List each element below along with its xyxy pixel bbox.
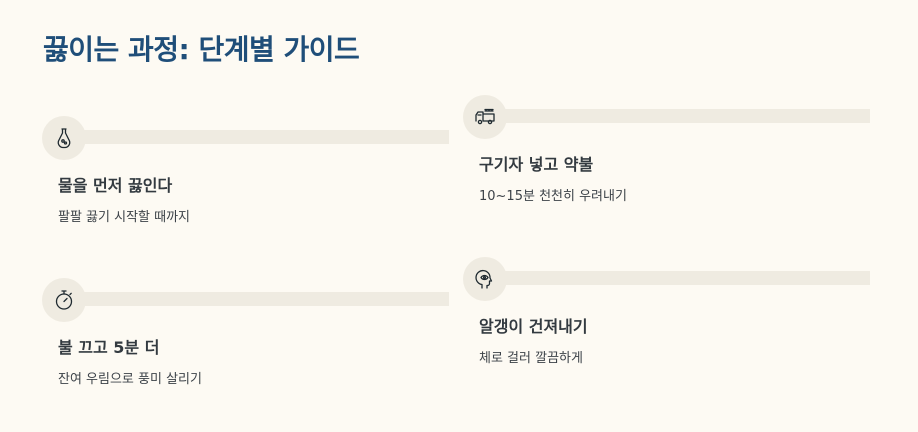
head-eye-icon (475, 269, 493, 289)
step-description: 체로 걸러 깔끔하게 (479, 351, 583, 366)
fire-truck-icon (475, 108, 495, 125)
step-bar (485, 109, 870, 123)
step-title: 알갱이 건져내기 (479, 317, 588, 336)
step-description: 10~15분 천천히 우려내기 (479, 189, 627, 204)
page-title: 끓이는 과정: 단계별 가이드 (43, 33, 360, 66)
stopwatch-icon (55, 290, 73, 310)
step-title: 물을 먼저 끓인다 (58, 176, 173, 195)
step-title: 구기자 넣고 약불 (479, 155, 594, 174)
step-description: 잔여 우림으로 풍미 살리기 (58, 372, 202, 387)
step-description: 팔팔 끓기 시작할 때까지 (58, 210, 190, 225)
step-icon-badge (42, 116, 86, 160)
step-bar (64, 292, 449, 306)
step-bar (485, 271, 870, 285)
step-icon-badge (42, 278, 86, 322)
flask-icon (57, 128, 71, 149)
step-title: 불 끄고 5분 더 (58, 338, 160, 357)
step-bar (64, 130, 449, 144)
step-icon-badge (463, 95, 507, 139)
step-icon-badge (463, 257, 507, 301)
